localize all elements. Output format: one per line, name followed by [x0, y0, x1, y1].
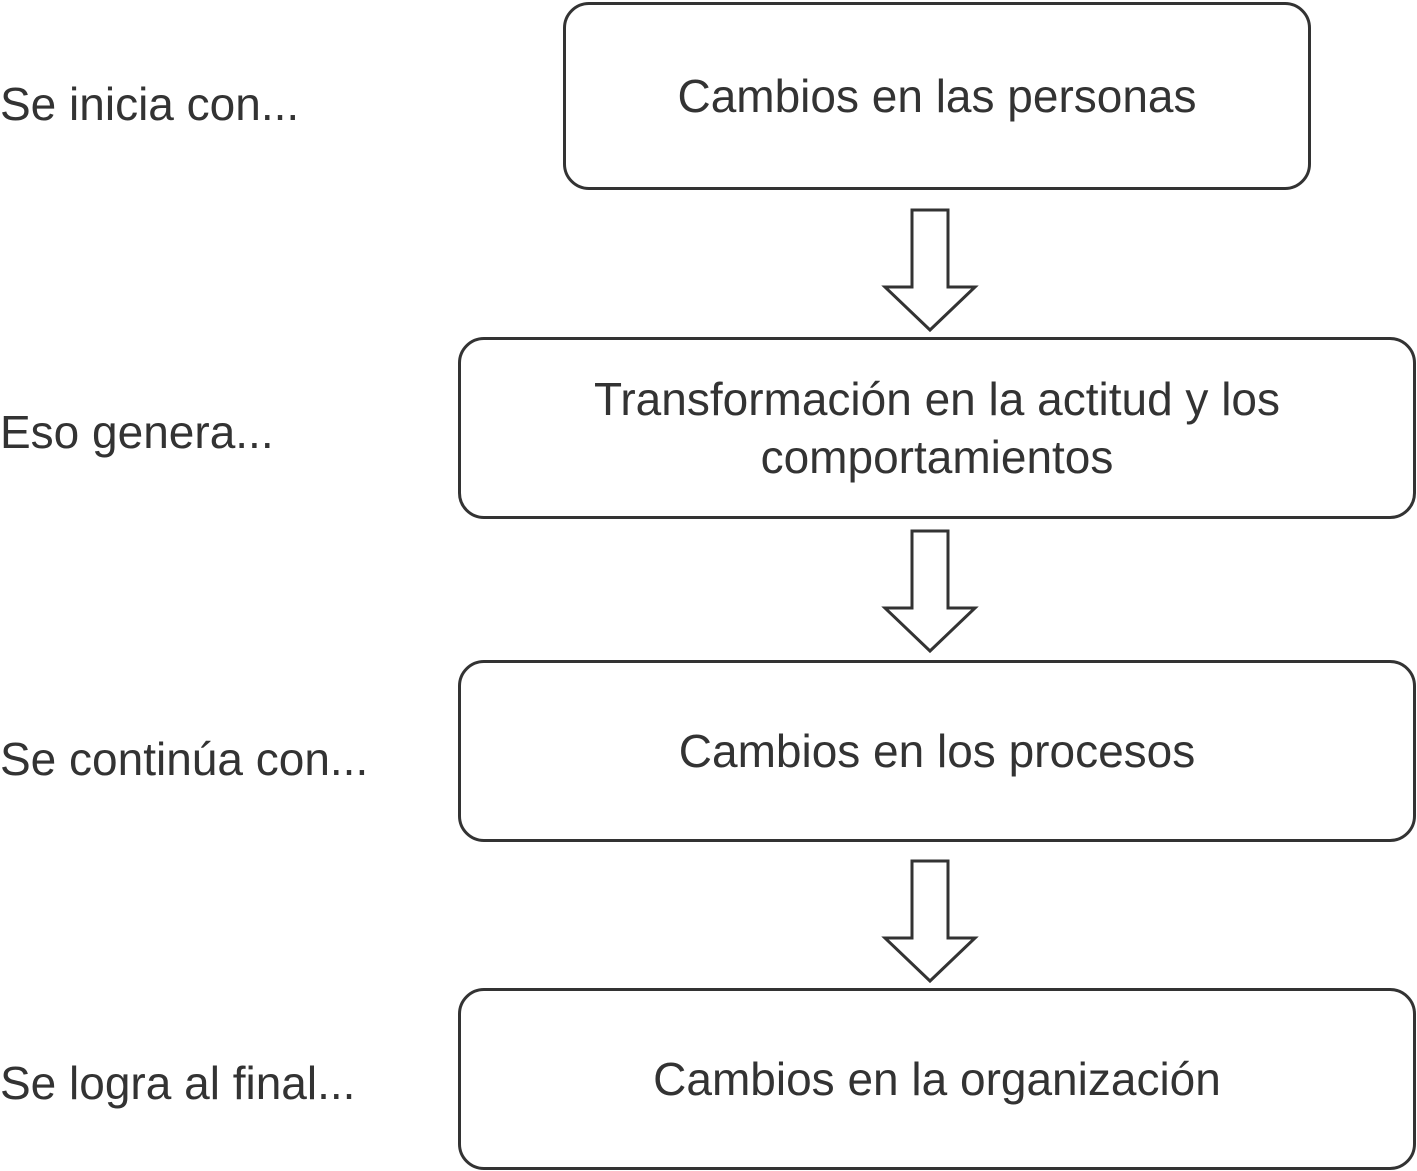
flow-box-line: Transformación en la actitud y los — [593, 373, 1281, 425]
stage-label-start: Se inicia con... — [0, 78, 300, 130]
flow-box-text: Transformación en la actitud y los compo… — [554, 370, 1320, 486]
flow-box-text: Cambios en los procesos — [639, 722, 1235, 780]
flow-box-line: comportamientos — [760, 431, 1114, 483]
flow-box-text: Cambios en las personas — [637, 67, 1236, 125]
flow-box-line: Cambios en las personas — [677, 70, 1197, 122]
flow-box-attitude-transformation: Transformación en la actitud y los compo… — [458, 337, 1416, 519]
flow-box-people-changes: Cambios en las personas — [563, 2, 1311, 190]
hollow-down-arrow-icon — [881, 859, 979, 984]
hollow-down-arrow-icon — [881, 529, 979, 654]
flow-box-text: Cambios en la organización — [613, 1050, 1261, 1108]
hollow-down-arrow-icon — [881, 208, 979, 333]
stage-label-generates: Eso genera... — [0, 406, 274, 458]
stage-label-final: Se logra al final... — [0, 1057, 356, 1109]
flow-box-line: Cambios en los procesos — [678, 725, 1196, 777]
flow-box-line: Cambios en la organización — [653, 1053, 1221, 1105]
flow-box-process-changes: Cambios en los procesos — [458, 660, 1416, 842]
flow-box-organization-changes: Cambios en la organización — [458, 988, 1416, 1170]
stage-label-continues: Se continúa con... — [0, 733, 369, 785]
